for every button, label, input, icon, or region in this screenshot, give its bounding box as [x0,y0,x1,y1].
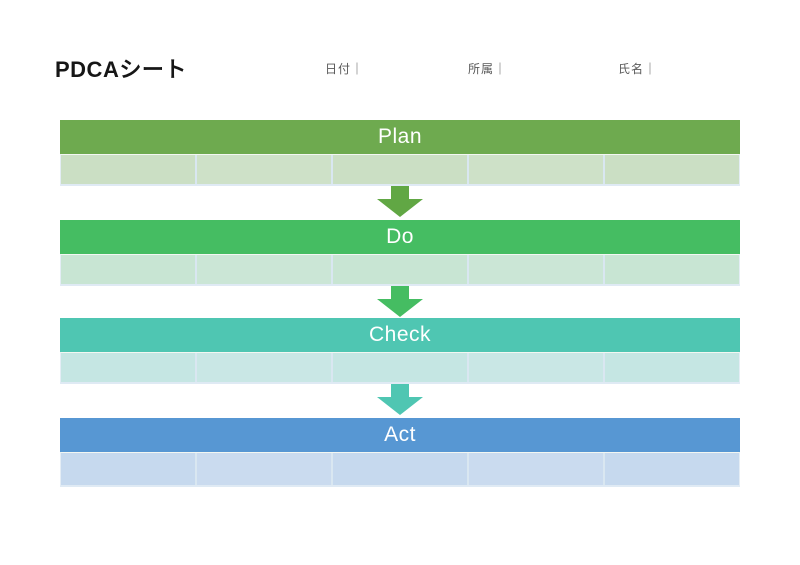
down-arrow-icon [377,186,423,217]
stage-entry-row [60,452,740,487]
entry-cell [197,353,333,382]
entry-cell [333,155,469,184]
stage-entry-row [60,254,740,286]
down-arrow-icon [377,384,423,415]
stage-label: Check [368,323,432,346]
stage-label: Do [386,225,414,248]
name-field-label: 氏名｜ [618,62,658,76]
entry-cell [61,255,197,284]
stage-header-bar: Do [60,220,740,254]
entry-cell [469,353,605,382]
entry-cell [333,255,469,284]
entry-cell [333,353,469,382]
entry-cell [469,255,605,284]
stage-entry-row [60,352,740,384]
down-arrow-icon [377,286,423,317]
stage-block-do: Do [60,220,740,317]
entry-cell [197,255,333,284]
entry-cell [197,155,333,184]
stage-header-bar: Act [60,418,740,452]
entry-cell [197,453,333,485]
page-title: PDCAシート [55,57,187,82]
entry-cell [61,353,197,382]
entry-cell [605,353,739,382]
entry-cell [61,155,197,184]
stage-header-bar: Plan [60,120,740,154]
entry-cell [469,155,605,184]
entry-cell [605,255,739,284]
date-field-label: 日付｜ [325,62,365,76]
entry-cell [605,155,739,184]
stage-block-check: Check [60,318,740,415]
department-field-label: 所属｜ [468,62,508,76]
entry-cell [333,453,469,485]
entry-cell [61,453,197,485]
stage-label: Act [384,423,416,446]
stage-label: Plan [377,125,423,148]
stage-header-bar: Check [60,318,740,352]
stage-block-act: Act [60,418,740,487]
stage-entry-row [60,154,740,186]
stage-block-plan: Plan [60,120,740,217]
entry-cell [605,453,739,485]
entry-cell [469,453,605,485]
